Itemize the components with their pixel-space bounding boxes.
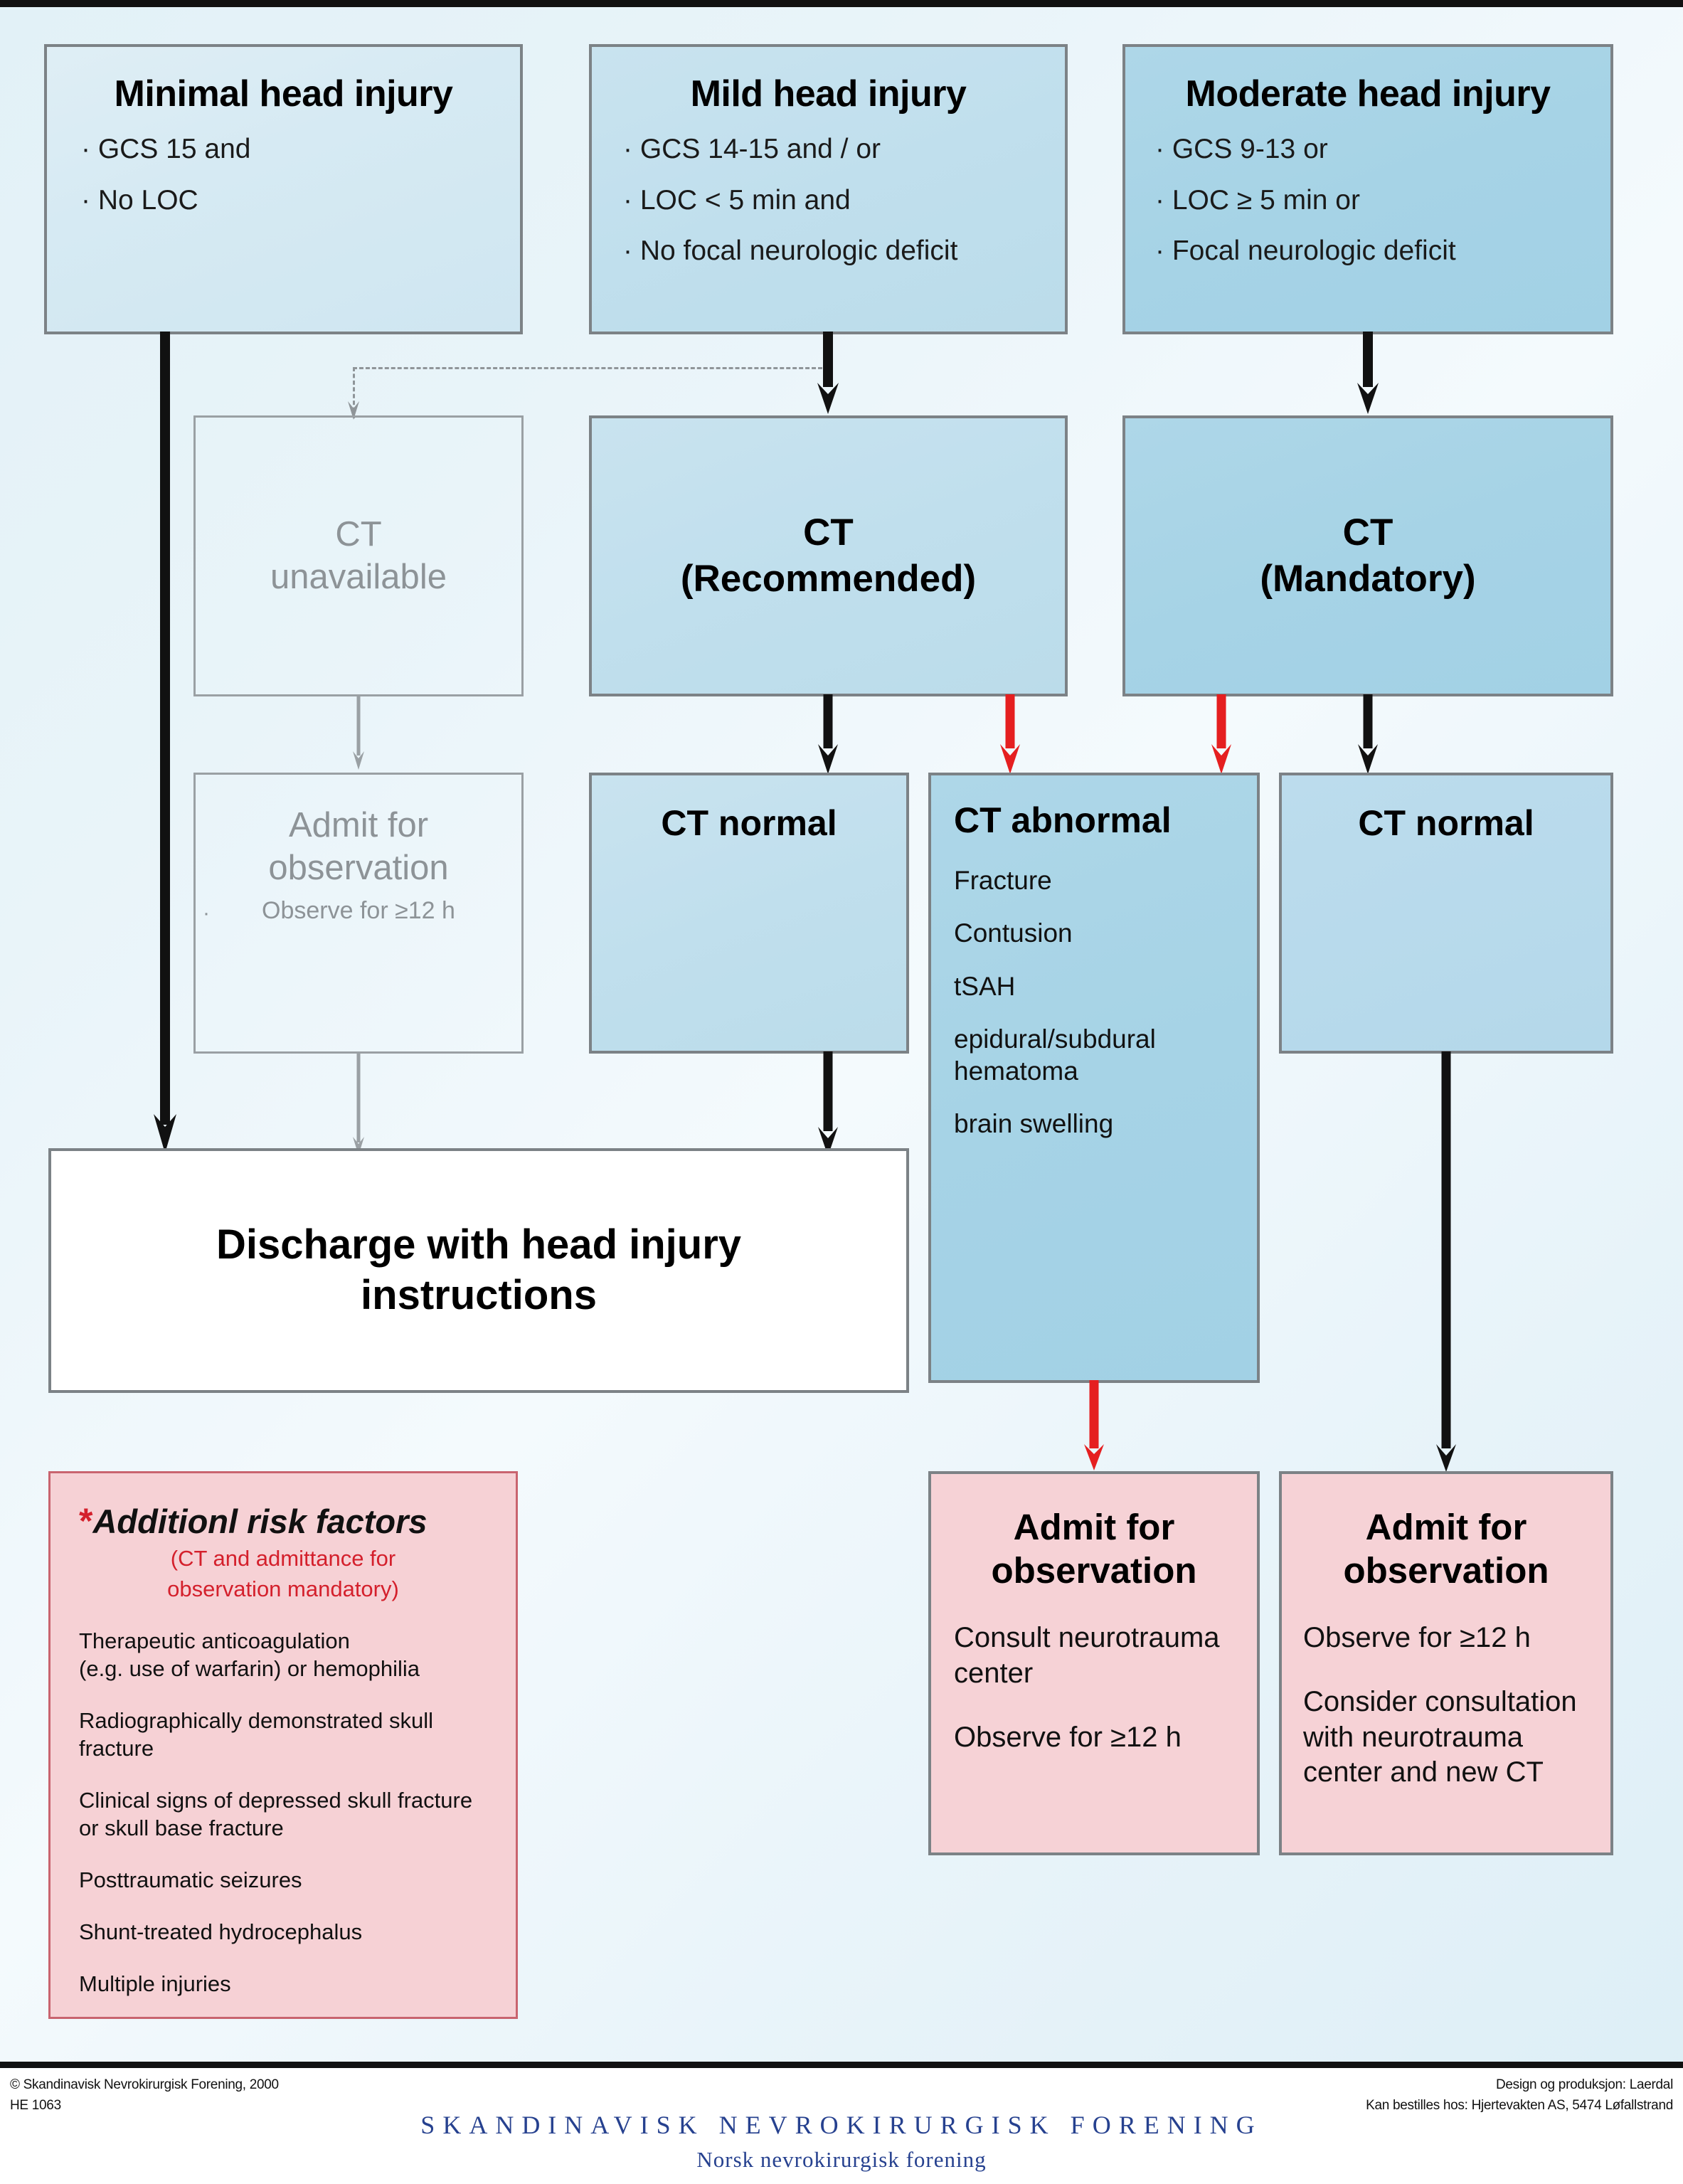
asterisk-icon: * xyxy=(79,1501,93,1541)
ct-abnormal-title: CT abnormal xyxy=(954,800,1172,840)
admit-abnormal-title-line2: observation xyxy=(991,1550,1197,1591)
admit-normal-title-line1: Admit for xyxy=(1365,1507,1527,1547)
top-rule xyxy=(0,0,1683,7)
severity-bullets-minimal: GCS 15 and No LOC xyxy=(71,134,496,216)
discharge-line2: instructions xyxy=(361,1272,597,1318)
severity-title-minimal: Minimal head injury xyxy=(114,73,453,115)
bullet: GCS 9-13 or xyxy=(1155,134,1591,165)
ct-unavailable-line1: CT xyxy=(335,514,382,553)
ct-recommended-box[interactable]: CT (Recommended) xyxy=(589,415,1068,696)
bottom-rule xyxy=(0,2062,1683,2068)
admit-abnormal-box[interactable]: Admit for observation Consult neurotraum… xyxy=(928,1471,1260,1855)
ct-mandatory-line1: CT xyxy=(1342,511,1393,553)
discharge-text: Discharge with head injury instructions xyxy=(216,1220,741,1321)
risk-factor-item: Posttraumatic seizures xyxy=(79,1867,302,1893)
ct-normal-mild-box[interactable]: CT normal xyxy=(589,773,909,1054)
dashed-arrowhead-to-ct-unavailable xyxy=(348,401,359,420)
severity-box-mild[interactable]: Mild head injury GCS 14-15 and / or LOC … xyxy=(589,44,1068,334)
admit-normal-title-line2: observation xyxy=(1343,1550,1549,1591)
admit-normal-line: Observe for ≥12 h xyxy=(1303,1622,1531,1654)
discharge-box[interactable]: Discharge with head injury instructions xyxy=(48,1148,909,1393)
severity-box-moderate[interactable]: Moderate head injury GCS 9-13 or LOC ≥ 5… xyxy=(1122,44,1613,334)
admit-observation-ghost-box[interactable]: Admit for observation · Observe for ≥12 … xyxy=(193,773,524,1054)
admit-normal-line: Consider consultation with neurotrauma c… xyxy=(1303,1685,1577,1788)
ct-mandatory-box[interactable]: CT (Mandatory) xyxy=(1122,415,1613,696)
arrow-ct-mandatory-to-ct-abnormal xyxy=(1211,694,1231,774)
dashed-connector-vertical xyxy=(353,367,355,418)
ct-unavailable-line2: unavailable xyxy=(270,557,447,596)
arrow-ct-recommended-to-ct-abnormal xyxy=(1000,694,1020,774)
arrow-admit-ghost-to-discharge xyxy=(353,1051,364,1155)
footer-left: © Skandinavisk Nevrokirurgisk Forening, … xyxy=(10,2074,279,2116)
admit-ghost-bullet: · xyxy=(203,901,210,925)
bullet: LOC < 5 min and xyxy=(623,185,1044,216)
finding-item: epidural/subdural hematoma xyxy=(954,1024,1156,1086)
severity-title-moderate: Moderate head injury xyxy=(1185,73,1551,115)
risk-factors-list: Therapeutic anticoagulation (e.g. use of… xyxy=(79,1627,487,1998)
risk-factors-subtitle-line1: (CT and admittance for xyxy=(170,1546,396,1571)
ct-recommended-text: CT (Recommended) xyxy=(681,510,976,602)
risk-factor-item: Clinical signs of depressed skull fractu… xyxy=(79,1788,473,1841)
admit-normal-box[interactable]: Admit for observation Observe for ≥12 h … xyxy=(1279,1471,1613,1855)
admit-ghost-detail: Observe for ≥12 h xyxy=(262,896,455,924)
bullet: GCS 15 and xyxy=(81,134,496,165)
footer-code: HE 1063 xyxy=(10,2098,61,2114)
bullet: Focal neurologic deficit xyxy=(1155,235,1591,267)
arrow-ct-abnormal-to-admit xyxy=(1084,1380,1104,1470)
arrow-moderate-to-ct-mandatory xyxy=(1357,332,1379,414)
footer-right: Design og produksjon: Laerdal Kan bestil… xyxy=(1366,2074,1673,2116)
ct-abnormal-findings: Fracture Contusion tSAH epidural/subdura… xyxy=(954,865,1257,1140)
risk-factor-item: Multiple injuries xyxy=(79,1971,231,1997)
severity-bullets-mild: GCS 14-15 and / or LOC < 5 min and No fo… xyxy=(613,134,1044,267)
severity-title-mild: Mild head injury xyxy=(690,73,967,115)
ct-normal-moderate-title: CT normal xyxy=(1358,803,1534,843)
ct-mandatory-text: CT (Mandatory) xyxy=(1260,510,1475,602)
admit-abnormal-line: Consult neurotrauma center xyxy=(954,1622,1220,1689)
arrow-minimal-to-discharge xyxy=(154,332,176,1153)
organization-name: SKANDINAVISK NEVROKIRURGISK FORENING xyxy=(420,2111,1263,2139)
design-credit: Design og produksjon: Laerdal xyxy=(1495,2077,1673,2092)
finding-item: Contusion xyxy=(954,918,1073,948)
order-info: Kan bestilles hos: Hjertevakten AS, 5474… xyxy=(1366,2098,1673,2114)
finding-item: Fracture xyxy=(954,866,1052,895)
arrow-ct-normal-moderate-to-admit xyxy=(1436,1051,1456,1472)
finding-item: brain swelling xyxy=(954,1108,1114,1138)
risk-factor-item: Radiographically demonstrated skull frac… xyxy=(79,1708,433,1761)
arrow-ct-mandatory-to-ct-normal xyxy=(1358,694,1378,774)
copyright-text: © Skandinavisk Nevrokirurgisk Forening, … xyxy=(10,2077,279,2092)
finding-item: tSAH xyxy=(954,971,1016,1001)
risk-factor-item: Therapeutic anticoagulation (e.g. use of… xyxy=(79,1628,420,1682)
ct-abnormal-box[interactable]: CT abnormal Fracture Contusion tSAH epid… xyxy=(928,773,1260,1383)
admit-abnormal-title-line1: Admit for xyxy=(1013,1507,1175,1547)
bullet: No LOC xyxy=(81,185,496,216)
ct-unavailable-text: CT unavailable xyxy=(270,514,447,599)
bullet: No focal neurologic deficit xyxy=(623,235,1044,267)
arrow-ct-unavailable-to-admit xyxy=(353,694,364,770)
risk-factors-subtitle-line2: observation mandatory) xyxy=(167,1576,399,1602)
severity-box-minimal[interactable]: Minimal head injury GCS 15 and No LOC xyxy=(44,44,523,334)
admit-ghost-line2: observation xyxy=(268,848,449,887)
ct-recommended-line2: (Recommended) xyxy=(680,557,977,600)
footer-zone xyxy=(0,2068,1683,2184)
severity-bullets-moderate: GCS 9-13 or LOC ≥ 5 min or Focal neurolo… xyxy=(1145,134,1591,267)
arrow-ct-recommended-to-ct-normal xyxy=(818,694,838,774)
bullet: GCS 14-15 and / or xyxy=(623,134,1044,165)
ct-unavailable-box[interactable]: CT unavailable xyxy=(193,415,524,696)
ct-normal-mild-title: CT normal xyxy=(661,803,837,843)
risk-factor-item: Shunt-treated hydrocephalus xyxy=(79,1919,363,1945)
risk-factors-heading: *Additionl risk factors xyxy=(79,1500,487,1542)
ct-normal-moderate-box[interactable]: CT normal xyxy=(1279,773,1613,1054)
discharge-line1: Discharge with head injury xyxy=(216,1221,742,1268)
risk-factors-title: Additionl risk factors xyxy=(92,1502,428,1540)
ct-mandatory-line2: (Mandatory) xyxy=(1260,557,1476,600)
arrow-ct-normal-mild-to-discharge xyxy=(818,1051,838,1156)
risk-factors-box[interactable]: *Additionl risk factors (CT and admittan… xyxy=(48,1471,518,2019)
ct-recommended-line1: CT xyxy=(803,511,854,553)
admit-ghost-line1: Admit for xyxy=(288,806,429,844)
arrow-mild-to-ct-recommended xyxy=(817,332,839,414)
bullet: LOC ≥ 5 min or xyxy=(1155,185,1591,216)
admit-abnormal-line: Observe for ≥12 h xyxy=(954,1721,1182,1753)
organization-subname: Norsk nevrokirurgisk forening xyxy=(696,2147,987,2172)
dashed-connector-horizontal xyxy=(353,367,822,369)
